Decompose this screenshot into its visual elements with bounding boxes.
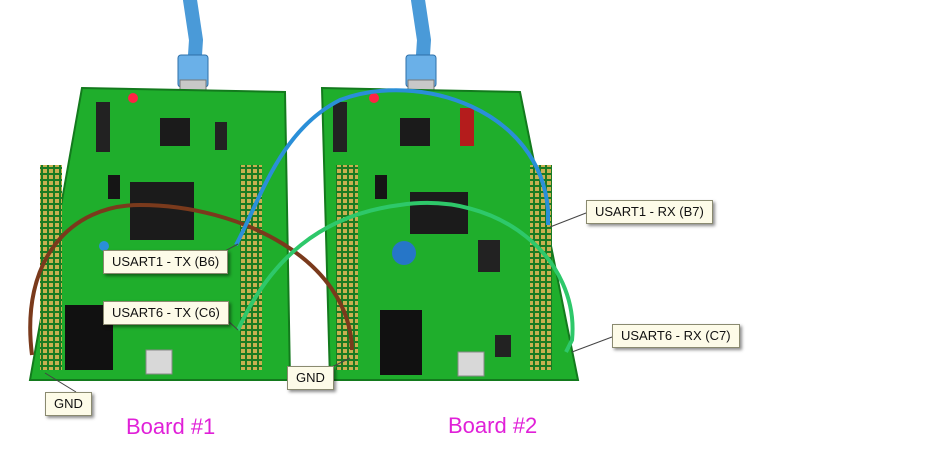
board-1-title: Board #1 — [126, 414, 216, 439]
usart6-wire-green — [236, 201, 575, 353]
callout-usart6-tx: USART6 - TX (C6) — [103, 301, 229, 325]
callout-usart1-tx: USART1 - TX (B6) — [103, 250, 229, 274]
callout-usart6-rx: USART6 - RX (C7) — [612, 324, 740, 348]
usart1-wire-blue — [234, 88, 550, 246]
usb-cable-board2 — [405, 0, 437, 95]
board-2-title: Board #2 — [448, 413, 538, 438]
board-2-pcb — [320, 86, 580, 381]
blue-wire-tip — [99, 241, 109, 251]
callout-gnd-board1: GND — [45, 392, 92, 416]
ground-wire-brown — [28, 202, 354, 356]
callout-usart1-rx: USART1 - RX (B7) — [586, 200, 713, 224]
board-1-pcb — [28, 86, 292, 381]
usb-cable-board1 — [177, 0, 209, 95]
callout-gnd-board2: GND — [287, 366, 334, 390]
